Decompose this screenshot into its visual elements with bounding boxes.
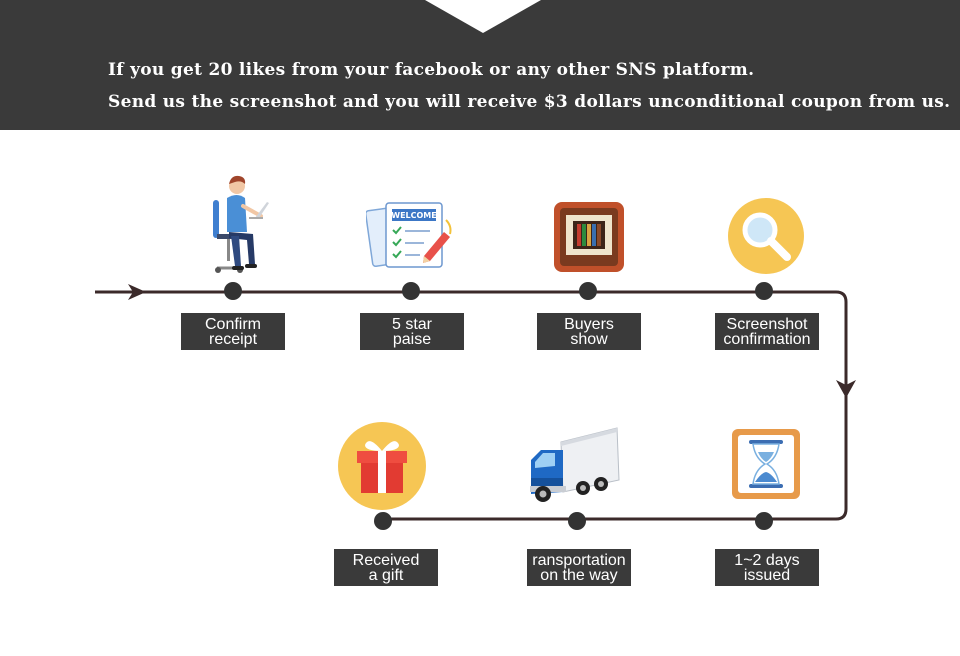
label-line-1: Buyers <box>564 316 614 333</box>
label-line-2: confirmation <box>723 331 811 348</box>
promo-banner: If you get 20 likes from your facebook o… <box>0 0 960 130</box>
step-node-days-issued <box>755 512 773 530</box>
banner-notch <box>425 0 541 33</box>
welcome-checklist-icon: WELCOME <box>366 202 452 268</box>
label-line-1: Screenshot <box>726 316 808 333</box>
step-label-five-star: 5 star paise <box>360 313 464 350</box>
label-line-2: on the way <box>540 567 618 584</box>
gift-box-icon <box>338 422 426 510</box>
step-label-transportation: ransportation on the way <box>527 549 631 586</box>
label-line-1: ransportation <box>532 552 626 569</box>
step-node-confirm-receipt <box>224 282 242 300</box>
step-label-buyers-show: Buyers show <box>537 313 641 350</box>
banner-line-2: Send us the screenshot and you will rece… <box>108 92 951 112</box>
label-line-1: 1~2 days <box>734 552 800 569</box>
label-line-1: Received <box>352 552 420 569</box>
framed-picture-icon <box>554 202 624 272</box>
step-node-screenshot <box>755 282 773 300</box>
label-line-2: a gift <box>368 567 404 584</box>
start-arrow-icon <box>128 284 146 300</box>
step-label-screenshot: Screenshot confirmation <box>715 313 819 350</box>
step-node-five-star <box>402 282 420 300</box>
svg-text:WELCOME: WELCOME <box>391 211 436 220</box>
magnifier-icon <box>728 198 804 274</box>
label-line-2: paise <box>392 331 432 348</box>
step-label-days-issued: 1~2 days issued <box>715 549 819 586</box>
step-node-received-gift <box>374 512 392 530</box>
label-line-1: 5 star <box>391 316 432 333</box>
step-node-buyers-show <box>579 282 597 300</box>
down-arrow-icon <box>836 380 856 398</box>
label-line-1: Confirm <box>204 316 261 333</box>
step-label-received-gift: Received a gift <box>334 549 438 586</box>
label-line-2: receipt <box>208 331 258 348</box>
person-at-laptop-icon <box>213 175 269 273</box>
step-label-confirm-receipt: Confirm receipt <box>181 313 285 350</box>
step-node-transportation <box>568 512 586 530</box>
label-line-2: show <box>570 331 608 348</box>
flow-line <box>95 290 848 521</box>
delivery-truck-icon <box>530 427 620 502</box>
banner-line-1: If you get 20 likes from your facebook o… <box>108 60 755 80</box>
hourglass-icon <box>732 429 800 499</box>
label-line-2: issued <box>743 567 791 584</box>
